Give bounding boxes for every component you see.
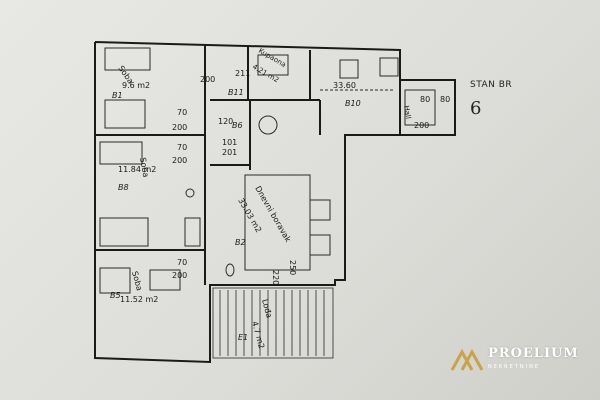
dim-211: 211	[235, 69, 250, 78]
room-area-lodja: 4.7 m2	[250, 320, 266, 350]
dim-200-c: 200	[172, 156, 187, 165]
dim-200-d: 200	[172, 271, 187, 280]
room-code-soba-1: B1	[112, 91, 123, 100]
dim-70-a: 70	[177, 108, 187, 117]
room-area-dnevni: 33.03 m2	[236, 197, 263, 235]
code-b6: B6	[232, 121, 243, 130]
code-b10: B10	[345, 99, 361, 108]
proelium-logo: PROELIUM NEKRETNINE	[448, 340, 588, 380]
dim-70-b: 70	[177, 143, 187, 152]
dim-220: 220	[271, 270, 280, 285]
dim-120: 120	[218, 117, 233, 126]
fixtures	[99, 47, 436, 294]
room-area-soba-2: 11.84 m2	[118, 165, 156, 174]
room-name-soba-3: Soba	[130, 270, 144, 292]
dim-70-c: 70	[177, 258, 187, 267]
stan-number: 6	[470, 98, 482, 119]
room-name-hall: Hall	[402, 105, 412, 120]
dim-101: 101	[222, 138, 237, 147]
dimension-labels: 33.60 200 211 70 200 120 70 200 70 200 8…	[172, 69, 450, 285]
stan-label: STAN BR	[470, 80, 513, 90]
room-name-lodja: Lođa	[260, 298, 274, 319]
logo-subtitle: NEKRETNINE	[488, 364, 540, 370]
room-code-kupaona: B11	[228, 88, 244, 97]
logo-name: PROELIUM	[488, 346, 579, 361]
room-code-dnevni: B2	[235, 238, 246, 247]
balcony-hatch	[212, 287, 334, 359]
dim-200-b: 200	[172, 123, 187, 132]
room-code-soba-3: B5	[110, 291, 121, 300]
dim-201: 201	[222, 148, 237, 157]
room-name-soba-2: Soba	[138, 157, 150, 178]
room-name-dnevni: Dnevni boravak	[253, 185, 293, 245]
room-code-soba-2: B8	[118, 183, 129, 192]
dim-200-e: 200	[414, 121, 429, 130]
dim-200-a: 200	[200, 75, 215, 84]
dim-250: 250	[288, 260, 297, 275]
logo-icon	[450, 348, 484, 371]
room-area-soba-3: 11.52 m2	[120, 295, 158, 304]
room-area-kupaona: 4.21 m2	[251, 63, 280, 84]
room-labels: Soba 9.6 m2 B1 Soba 11.84 m2 B8 Soba 11.…	[110, 47, 412, 350]
dim-33-60: 33.60	[333, 81, 356, 90]
walls	[94, 41, 456, 364]
room-code-lodja: E1	[238, 333, 248, 342]
dim-80-b: 80	[440, 95, 450, 104]
dim-80-a: 80	[420, 95, 430, 104]
room-area-soba-1: 9.6 m2	[122, 81, 150, 90]
